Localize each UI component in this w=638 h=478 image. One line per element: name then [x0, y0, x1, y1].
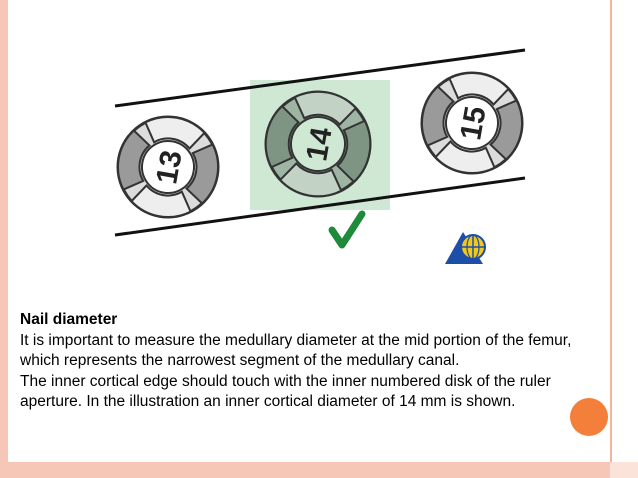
ruler-top-edge	[114, 48, 526, 108]
disk-label: 15	[454, 104, 492, 143]
disk-15: 15	[420, 71, 524, 175]
ruler-bottom-edge	[114, 176, 526, 237]
left-border	[0, 0, 8, 478]
checkmark-icon	[328, 210, 366, 249]
accent-circle	[570, 398, 608, 436]
disk-13: 13	[116, 115, 220, 219]
disk-14: 14	[264, 90, 372, 198]
disk-label: 14	[300, 125, 338, 164]
paragraph-2: The inner cortical edge should touch wit…	[20, 372, 551, 411]
bottom-right-corner	[610, 462, 638, 478]
paragraph-1: It is important to measure the medullary…	[20, 331, 572, 370]
disk-label: 13	[150, 148, 188, 187]
bottom-border	[0, 462, 638, 478]
right-border-line	[610, 0, 612, 478]
slide-title: Nail diameter	[20, 311, 118, 328]
ruler-illustration: 13 14 15	[114, 48, 526, 264]
slide-text: Nail diameter It is important to measure…	[20, 310, 580, 413]
logo-icon	[445, 232, 486, 264]
